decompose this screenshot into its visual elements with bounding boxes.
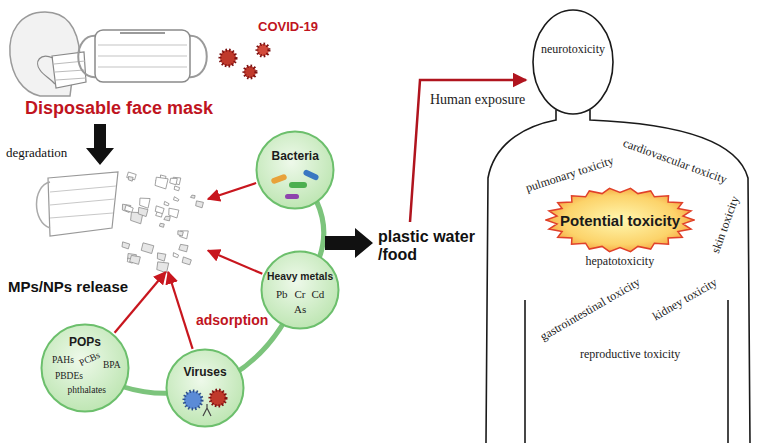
fragment xyxy=(157,253,166,261)
pollutant-item: Cd xyxy=(312,288,325,301)
circle-title: POPs xyxy=(69,336,101,350)
fragment xyxy=(140,198,150,208)
mask-fragments xyxy=(122,172,203,273)
circle-title: Bacteria xyxy=(272,150,319,164)
virus-particles xyxy=(220,44,269,78)
fragment xyxy=(170,178,178,185)
circle-title: Viruses xyxy=(184,366,227,380)
pollutant-item: BPA xyxy=(103,360,121,371)
toxicity-label: pulmonary toxicity xyxy=(524,154,615,195)
virus-icon xyxy=(210,390,226,406)
head-outline xyxy=(533,10,613,114)
fragment xyxy=(196,201,204,208)
circle-title: Heavy metals xyxy=(267,271,333,283)
toxicity-label: cardiovascular toxicity xyxy=(621,137,729,187)
fragment-group: MPs/NPs release xyxy=(38,165,208,272)
process-label: adsorption xyxy=(196,312,268,328)
circle-fill xyxy=(167,350,244,427)
broken-mask xyxy=(37,172,119,236)
fragment xyxy=(174,186,179,191)
degradation-arrow xyxy=(86,124,114,165)
fragment xyxy=(174,197,179,202)
toxicity-label: hepatotoxicity xyxy=(586,255,655,269)
fragment xyxy=(130,255,141,264)
torso-line xyxy=(486,110,750,443)
fragment xyxy=(159,223,164,227)
fragment xyxy=(128,176,133,181)
circle-outline xyxy=(255,130,335,210)
fragment xyxy=(141,243,154,254)
pollutant-item: phthalates xyxy=(68,385,107,396)
title-label: Disposable face mask xyxy=(25,98,213,119)
pathway-label: plastic water /food xyxy=(378,228,482,265)
pollutant-item: PBDEs xyxy=(55,371,83,382)
virus-label: COVID-19 xyxy=(258,20,318,35)
fragment xyxy=(178,231,184,236)
human-body: neurotoxicity cardiovascular toxicitypulm… xyxy=(478,0,764,443)
circle-outline xyxy=(165,348,245,428)
toxicity-label: neurotoxicity xyxy=(541,43,605,57)
fragment xyxy=(173,253,178,258)
bacterium xyxy=(270,173,287,184)
virus-icon xyxy=(184,391,202,409)
bacterium xyxy=(285,194,299,199)
starburst-text: Potential toxicity xyxy=(560,212,680,229)
circle-fill xyxy=(257,132,334,209)
adsorption-arrow xyxy=(208,183,256,199)
person-head xyxy=(10,12,86,96)
toxicity-label: reproductive toxicity xyxy=(580,348,680,362)
starburst-shape xyxy=(546,188,694,251)
pollutant-item: Pb xyxy=(276,288,288,301)
pollutant-circle: Heavy metalsPb Cr CdAs xyxy=(260,250,340,330)
pollutant-circle: POPsPAHsPCBsBPAPBDEsphthalates xyxy=(40,323,130,413)
phage-icon xyxy=(203,404,211,416)
node-heading: MPs/NPs release xyxy=(8,278,128,295)
circle-fill xyxy=(262,252,339,329)
pollutant-circle: Viruses xyxy=(165,348,245,428)
bacterium xyxy=(302,169,319,181)
pollutant-item: Cr xyxy=(295,288,306,301)
fragment xyxy=(125,205,134,212)
fragment xyxy=(190,195,195,198)
fragment xyxy=(157,262,169,273)
fragment xyxy=(164,201,169,205)
pollutant-circle: Bacteria xyxy=(255,130,335,210)
fragment xyxy=(169,208,179,218)
pollutant-item: As xyxy=(294,303,306,316)
circle-fill xyxy=(42,325,129,412)
toxicity-label: skin toxicity xyxy=(709,195,742,256)
fragment xyxy=(155,206,164,214)
pollutant-item: PAHs xyxy=(52,355,74,366)
exposure-arrow xyxy=(410,80,526,222)
fragment xyxy=(179,244,188,252)
fragment xyxy=(138,207,148,216)
process-label: degradation xyxy=(6,146,67,161)
adsorption-arrow xyxy=(208,251,262,274)
flow-arrow xyxy=(325,228,373,258)
exposure-label: Human exposure xyxy=(430,92,525,108)
face-mask xyxy=(78,30,207,82)
adsorption-arrow xyxy=(168,272,192,349)
toxicity-label: gastrointestinal toxicity xyxy=(538,276,643,344)
bacterium xyxy=(289,182,307,188)
fragment xyxy=(122,242,130,249)
toxicity-starburst: Potential toxicity xyxy=(545,187,695,253)
toxicity-label: kidney toxicity xyxy=(650,276,720,324)
fragment xyxy=(164,216,170,221)
fragment xyxy=(155,177,168,189)
fragment xyxy=(182,257,191,265)
